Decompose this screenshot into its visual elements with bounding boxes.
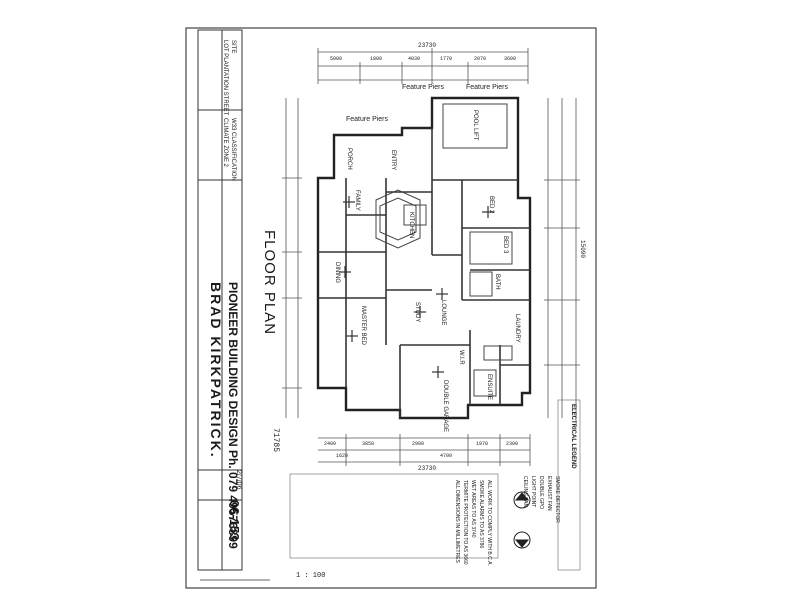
feature-piers-label-1: Feature Piers <box>402 84 445 91</box>
room-ensuite: ENSUITE <box>486 374 492 401</box>
feature-piers-label-2: Feature Piers <box>466 84 509 91</box>
title-block <box>197 29 243 571</box>
room-bath: BATH <box>494 274 500 290</box>
room-bed2: BED 2 <box>488 196 494 214</box>
dimension-ticks <box>282 48 580 466</box>
site-text: LOT PLANTATION STREET <box>222 40 228 116</box>
dim-bottom-5: 1970 <box>476 441 489 447</box>
dim-bottom-1: 2400 <box>324 441 337 447</box>
dim-top-1: 5000 <box>330 56 343 62</box>
drawing-title: FLOOR PLAN <box>261 230 278 336</box>
area-figure: 71785 <box>271 428 280 453</box>
dim-top-6: 3600 <box>504 56 517 62</box>
legend-symbols <box>513 491 531 549</box>
sheet-border <box>185 27 597 589</box>
legend-item-3: DOUBLE GPO <box>538 476 544 510</box>
room-dining: DINING <box>334 262 340 283</box>
note-3: WET AREAS TO AS 3740 <box>470 480 476 538</box>
note-5: ALL DIMENSIONS IN MILLIMETRES <box>454 480 460 563</box>
room-wir: W.I.R <box>458 350 464 365</box>
pool <box>442 103 508 149</box>
kitchen-detail <box>375 189 513 397</box>
room-lounge: LOUNGE <box>440 300 446 326</box>
site-label: SITE <box>230 40 236 54</box>
dim-top-3: 4030 <box>408 56 421 62</box>
legend-item-1: SMOKE DETECTOR <box>554 476 560 523</box>
room-study: STUDY <box>414 302 420 323</box>
client-name: BRAD KIRKPATRICK. <box>208 282 224 459</box>
building-outline <box>316 96 532 420</box>
drawing-number: 06-153 <box>227 500 242 541</box>
legend-item-2: EXHAUST FAN <box>546 476 552 511</box>
dim-top-2: 1800 <box>370 56 383 62</box>
room-family: FAMILY <box>354 190 360 211</box>
note-2: SMOKE ALARMS TO AS 3786 <box>478 480 484 549</box>
dim-bottom-6: 2300 <box>506 441 519 447</box>
room-kitchen: KITCHEN <box>408 212 414 239</box>
dim-bottom-3: 2900 <box>412 441 425 447</box>
legend-title: ELECTRICAL LEGEND <box>570 404 576 469</box>
notes-box <box>289 473 499 559</box>
total-dimension-bottom: 23730 <box>418 465 437 472</box>
room-bed3: BED 3 <box>502 236 508 254</box>
dim-bottom-7: 1620 <box>336 453 349 459</box>
dim-top-5: 2070 <box>474 56 487 62</box>
total-dimension-top: 23730 <box>418 42 437 49</box>
room-pool: POOL LIFT <box>472 110 478 141</box>
legend-item-5: CEILING FAN <box>522 476 528 508</box>
dim-top-4: 1770 <box>440 56 453 62</box>
dim-bottom-4: 4700 <box>440 453 453 459</box>
ceiling-fan-symbols <box>339 196 494 378</box>
feature-piers-label-3: Feature Piers <box>346 116 389 123</box>
room-laundry: LAUNDRY <box>514 314 520 343</box>
wind-class: W33 CLASSIFICATION <box>230 118 236 181</box>
internal-walls <box>318 128 530 418</box>
drawing-date: 2/7/06 <box>235 470 242 490</box>
dim-bottom-2: 3850 <box>362 441 375 447</box>
total-dimension-side: 15090 <box>579 240 586 259</box>
scale-note: 1 : 100 <box>296 572 326 580</box>
room-master: MASTER BED <box>360 306 366 346</box>
note-1: ALL WORK TO COMPLY WITH B.C.A. <box>486 480 492 566</box>
room-entry: ENTRY <box>390 150 396 171</box>
climate-zone: CLIMATE ZONE 2 <box>222 118 228 167</box>
room-garage: DOUBLE GARAGE <box>442 380 448 433</box>
legend-box <box>557 399 581 571</box>
note-4: TERMITE PROTECTION TO AS 3660 <box>462 480 468 565</box>
legend-item-4: LIGHT POINT <box>530 476 536 508</box>
room-porch: PORCH <box>346 148 352 170</box>
